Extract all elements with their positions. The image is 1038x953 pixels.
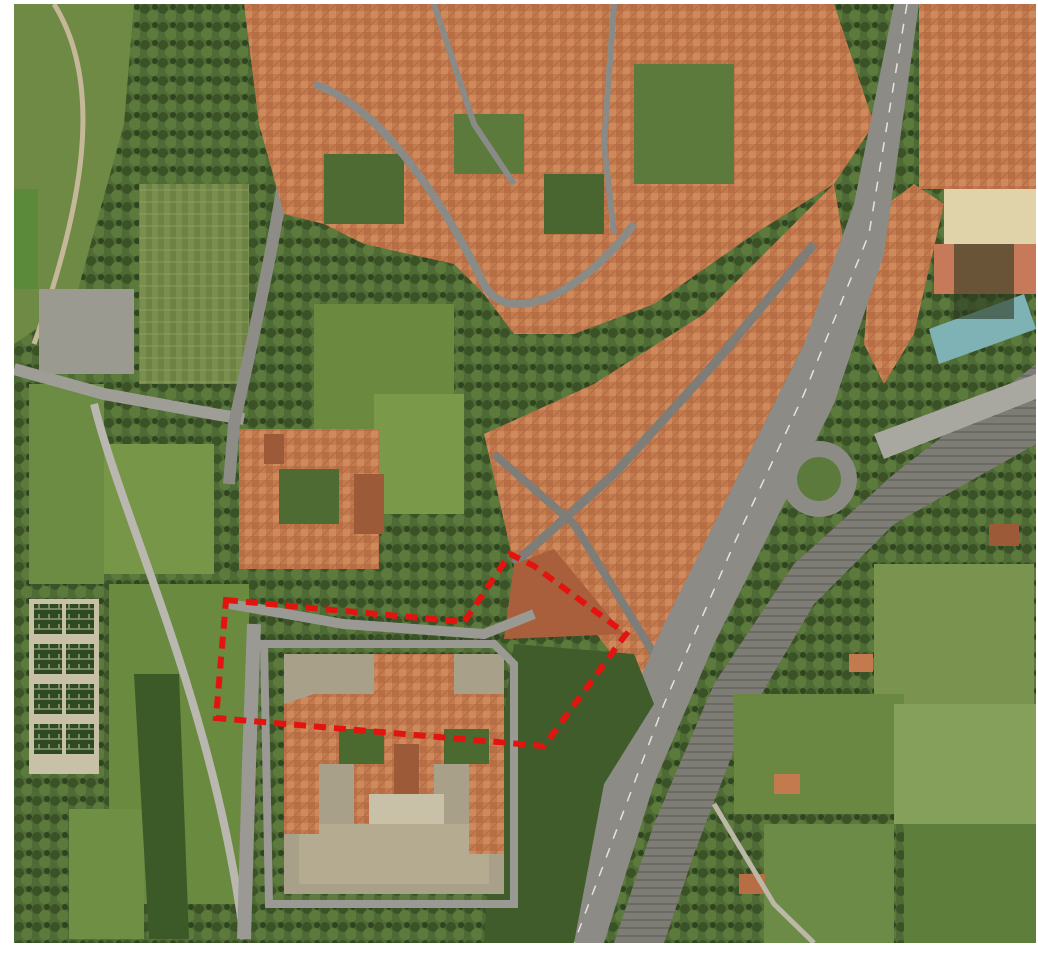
shadow-block: [954, 244, 1014, 319]
roundabout: [781, 441, 857, 517]
street-old-town-north: [431, 4, 517, 186]
hedge-maze-garden: [29, 599, 99, 774]
highway-center-line: [573, 4, 908, 943]
road-palace-loop: [259, 640, 518, 908]
woodland-strip: [484, 644, 654, 943]
street-old-town-arc: [312, 80, 638, 308]
rural-house-2: [849, 654, 873, 672]
field-east-5: [904, 824, 1036, 943]
area-boundary: [212, 550, 631, 750]
school-yard: [944, 189, 1036, 254]
railway-overpass: [874, 374, 1036, 459]
parking-lot: [39, 289, 134, 374]
road-west-main: [14, 363, 245, 425]
road-west-diagonal: [90, 403, 248, 940]
lawn-garden-center: [374, 394, 464, 514]
park-lawn-north: [14, 4, 134, 344]
lawn-bottom-left: [69, 809, 144, 939]
railway-tracks: [614, 364, 1036, 943]
courtyard-garden-3: [324, 154, 404, 224]
rural-road: [711, 802, 816, 943]
lawn-block-center: [104, 444, 214, 574]
sports-field: [14, 189, 38, 289]
residential-block-northeast: [919, 4, 1036, 189]
tree-avenue: [134, 674, 189, 939]
rural-house-1: [989, 524, 1019, 546]
aerial-map[interactable]: [14, 4, 1036, 943]
field-east-3: [894, 704, 1036, 824]
field-east-4: [764, 824, 894, 943]
allotment-gardens: [139, 184, 249, 384]
street-diagonal-east: [491, 450, 658, 657]
road-south-west: [237, 623, 261, 940]
courtyard-garden-4: [544, 174, 604, 234]
map-canvas: [14, 4, 1036, 943]
street-old-town-north-east: [600, 4, 617, 235]
street-diagonal-northeast: [510, 241, 818, 568]
palace-complex-south: [284, 654, 504, 894]
rural-house-3: [774, 774, 800, 794]
cloister-building-north: [239, 429, 384, 569]
lawn-block-west: [29, 384, 104, 584]
field-east-1: [874, 564, 1034, 704]
courtyard-garden-2: [634, 64, 734, 184]
field-east-2: [734, 694, 904, 814]
road-east-west-mid: [228, 599, 536, 640]
